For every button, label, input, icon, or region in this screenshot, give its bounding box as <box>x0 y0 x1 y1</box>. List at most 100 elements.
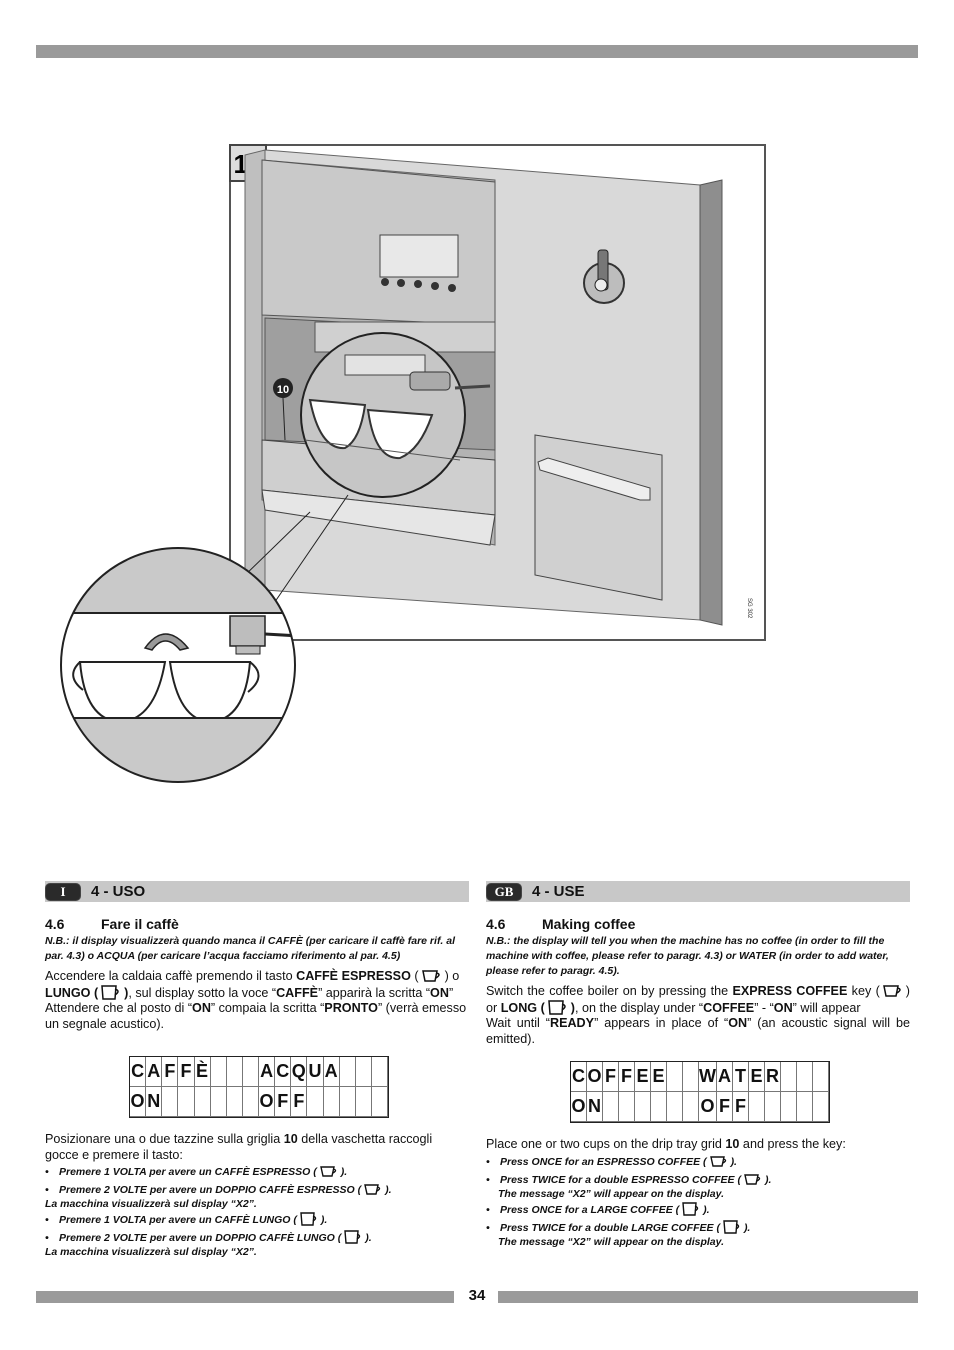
display-cell <box>749 1092 765 1122</box>
espresso-cup-icon <box>364 1184 381 1195</box>
list-item-text: Premere 1 VOLTA per avere un CAFFÈ LUNGO… <box>59 1214 297 1226</box>
note-text: N.B.: the display will tell you when the… <box>486 935 889 977</box>
espresso-cup-icon <box>421 970 440 982</box>
display-cell <box>242 1087 259 1117</box>
list-item-text: Press ONCE for a LARGE COFFEE ( <box>500 1203 680 1216</box>
display-cell <box>355 1057 372 1087</box>
display-cell <box>667 1092 683 1122</box>
list-item: •Press ONCE for an ESPRESSO COFFEE (). <box>486 1153 910 1171</box>
espresso-cup-icon <box>709 1155 726 1167</box>
display-cell <box>781 1092 797 1122</box>
list-item-note: The message “X2” will appear on the disp… <box>498 1187 725 1200</box>
display-cell <box>781 1062 797 1092</box>
display-cell: C <box>275 1057 292 1087</box>
long-coffee-cup-icon <box>547 999 566 1015</box>
instruction-paragraph: Switch the coffee boiler on by pressing … <box>486 984 911 1046</box>
bullet-icon: • <box>486 1155 490 1168</box>
display-cell: Q <box>291 1057 308 1087</box>
display-cell: F <box>291 1087 308 1117</box>
display-cell <box>683 1092 699 1122</box>
figure-code: SG 302 <box>746 598 752 619</box>
list-item: • Press TWICE for a double LARGE COFFEE (… <box>486 1219 910 1237</box>
bullet-icon: • <box>486 1173 490 1186</box>
footer: 34 <box>36 1287 918 1304</box>
display-cell: C <box>571 1062 587 1092</box>
espresso-cup-icon <box>319 1166 336 1177</box>
bullet-icon: • <box>45 1214 49 1226</box>
display-cell: O <box>699 1092 717 1122</box>
display-cell <box>635 1092 651 1122</box>
section-title: 4 - USO <box>91 883 146 900</box>
display-cell <box>162 1087 179 1117</box>
display-cell <box>797 1092 813 1122</box>
bullet-icon: • <box>486 1203 490 1216</box>
espresso-cup-icon <box>882 985 901 997</box>
list-item: • Premere 1 VOLTA per avere un CAFFÈ ESPR… <box>45 1163 469 1181</box>
list-item-note: La macchina visualizzerà sul display “X2… <box>45 1198 257 1210</box>
display-cell <box>619 1092 635 1122</box>
cup-placement-paragraph: Posizionare una o due tazzine sulla grig… <box>45 1132 433 1162</box>
list-item-text: Premere 2 VOLTE per avere un DOPPIO CAFF… <box>59 1184 362 1196</box>
display-cell: A <box>259 1057 276 1087</box>
display-cell <box>603 1092 619 1122</box>
button-press-list: • Premere 1 VOLTA per avere un CAFFÈ ESPR… <box>45 1163 469 1259</box>
display-cell: O <box>130 1087 147 1117</box>
display-cell: F <box>733 1092 749 1122</box>
display-cell <box>355 1087 372 1117</box>
display-cell <box>210 1057 227 1087</box>
display-cell: F <box>619 1062 635 1092</box>
bullet-icon: • <box>45 1166 49 1178</box>
display-cell: T <box>733 1062 749 1092</box>
display-cell: O <box>259 1087 276 1117</box>
list-item: •Press TWICE for a double ESPRESSO COFFE… <box>486 1171 910 1189</box>
display-cell: N <box>146 1087 163 1117</box>
list-item-text: Press ONCE for an ESPRESSO COFFEE ( <box>500 1155 707 1168</box>
display-cell <box>226 1087 243 1117</box>
list-item-text: Press TWICE for a double LARGE COFFEE ( <box>500 1221 720 1234</box>
section-header: I 4 - USO <box>45 881 469 902</box>
long-coffee-cup-icon <box>300 1212 317 1226</box>
display-cell: R <box>765 1062 781 1092</box>
display-cell: F <box>603 1062 619 1092</box>
subsection-title: Fare il caffè <box>101 916 179 932</box>
display-cell: O <box>571 1092 587 1122</box>
display-cell: F <box>178 1057 195 1087</box>
list-item: •Premere 2 VOLTE per avere un DOPPIO CAF… <box>45 1181 469 1199</box>
coffee-machine-illustration: 19 10 SG 302 <box>60 144 766 783</box>
display-cell <box>371 1057 388 1087</box>
display-cell <box>194 1087 211 1117</box>
list-item-text: Premere 1 VOLTA per avere un CAFFÈ ESPRE… <box>59 1166 317 1178</box>
note-text: N.B.: il display visualizzerà quando man… <box>45 935 456 962</box>
display-cell <box>683 1062 699 1092</box>
list-item-note: The message “X2” will appear on the disp… <box>498 1235 725 1248</box>
display-cell: N <box>587 1092 603 1122</box>
list-item-note: La macchina visualizzerà sul display “X2… <box>45 1246 257 1258</box>
display-cell: A <box>323 1057 340 1087</box>
section-header: GB 4 - USE <box>486 881 910 902</box>
display-cell <box>339 1057 356 1087</box>
display-cell: E <box>635 1062 651 1092</box>
long-coffee-cup-icon <box>101 984 119 1000</box>
display-cell <box>226 1057 243 1087</box>
footer-bar-right <box>498 1291 918 1303</box>
display-cell <box>667 1062 683 1092</box>
display-cell <box>797 1062 813 1092</box>
header-bar <box>36 45 918 58</box>
display-cell <box>813 1062 829 1092</box>
espresso-cup-icon <box>744 1173 761 1185</box>
footer-bar-left <box>36 1291 454 1303</box>
display-cell <box>307 1087 324 1117</box>
section-title: 4 - USE <box>532 883 585 900</box>
list-item-text: Premere 2 VOLTE per avere un DOPPIO CAFF… <box>59 1232 342 1244</box>
display-cell: A <box>146 1057 163 1087</box>
bullet-icon: • <box>45 1232 49 1244</box>
display-cell <box>242 1057 259 1087</box>
subsection-title: Making coffee <box>542 916 636 932</box>
bullet-icon: • <box>486 1221 490 1234</box>
display-cell: U <box>307 1057 324 1087</box>
display-cell: F <box>275 1087 292 1117</box>
